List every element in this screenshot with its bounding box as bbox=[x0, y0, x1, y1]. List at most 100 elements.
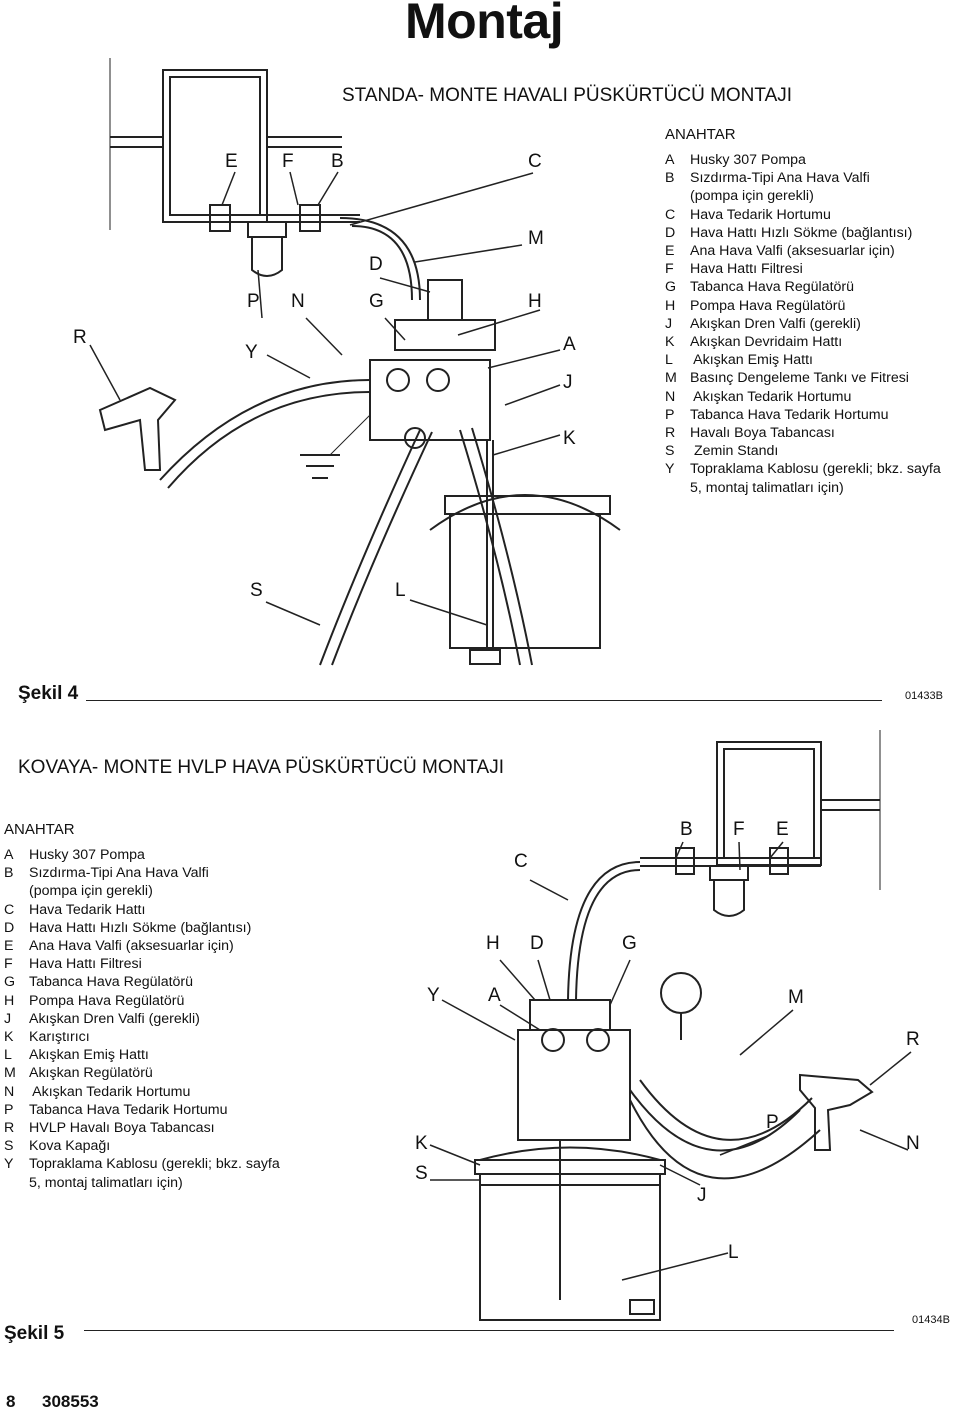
figure-code: 01434B bbox=[912, 1314, 950, 1326]
label-C: C bbox=[528, 151, 542, 172]
key-letter: K bbox=[4, 1029, 14, 1046]
label-J: J bbox=[697, 1185, 707, 1206]
key-item: (pompa için gerekli) bbox=[4, 882, 304, 900]
label-R: R bbox=[73, 327, 87, 348]
label-F: F bbox=[282, 151, 294, 172]
key-letter: P bbox=[4, 1101, 14, 1118]
key-text: Sızdırma-Tipi Ana Hava Valfi bbox=[690, 170, 870, 187]
key-text: Akışkan Tedarik Hortumu bbox=[29, 1083, 191, 1100]
key-text: Akışkan Dren Valfi (gerekli) bbox=[690, 315, 861, 332]
key-letter: N bbox=[4, 1083, 15, 1100]
key-text: Hava Hattı Filtresi bbox=[29, 956, 142, 973]
label-L: L bbox=[395, 580, 406, 601]
figure4-drawing bbox=[89, 58, 621, 666]
label-B: B bbox=[680, 819, 693, 840]
key-text: Hava Hattı Hızlı Sökme (bağlantısı) bbox=[690, 224, 913, 241]
key-text: Husky 307 Pompa bbox=[690, 152, 806, 168]
key-letter: K bbox=[665, 334, 675, 351]
label-P: P bbox=[766, 1112, 779, 1133]
label-B: B bbox=[331, 151, 344, 172]
key-letter: H bbox=[4, 992, 15, 1009]
label-E: E bbox=[225, 151, 238, 172]
key-letter: R bbox=[665, 425, 676, 442]
key-letter bbox=[4, 1174, 29, 1192]
document-number: 308553 bbox=[42, 1392, 99, 1411]
key-letter: A bbox=[4, 847, 14, 863]
key-text: Zemin Standı bbox=[690, 443, 779, 460]
key-letter: E bbox=[4, 938, 14, 955]
label-S: S bbox=[415, 1163, 428, 1184]
key-item: 5, montaj talimatları için) bbox=[4, 1174, 304, 1192]
key-text: Tabanca Hava Regülatörü bbox=[690, 279, 855, 296]
key-text: Akışkan Tedarik Hortumu bbox=[690, 388, 852, 405]
key-text: Tabanca Hava Tedarik Hortumu bbox=[690, 406, 889, 423]
key-text: Pompa Hava Regülatörü bbox=[690, 297, 846, 314]
key-letter: M bbox=[4, 1065, 16, 1082]
label-M: M bbox=[788, 987, 804, 1008]
key-text: Karıştırıcı bbox=[29, 1029, 90, 1046]
key-item: M Basınç Dengeleme Tankı ve Fitresi bbox=[665, 369, 957, 387]
key-letter: C bbox=[665, 206, 676, 223]
key-letter bbox=[4, 882, 29, 900]
key-text: 5, montaj talimatları için) bbox=[29, 1174, 183, 1191]
label-D: D bbox=[530, 933, 544, 954]
key-letter: D bbox=[4, 919, 15, 936]
figure-code: 01433B bbox=[905, 690, 943, 702]
label-A: A bbox=[563, 334, 576, 355]
key-text: Hava Tedarik Hattı bbox=[29, 901, 146, 918]
figure-caption: Şekil 4 bbox=[18, 683, 79, 704]
label-K: K bbox=[563, 428, 576, 449]
label-P: P bbox=[247, 291, 260, 312]
key-text: Basınç Dengeleme Tankı ve Fitresi bbox=[690, 370, 909, 387]
key-letter: N bbox=[665, 388, 676, 405]
label-M: M bbox=[528, 228, 544, 249]
label-N: N bbox=[291, 291, 305, 312]
key-text: Ana Hava Valfi (aksesuarlar için) bbox=[690, 243, 895, 260]
key-letter: A bbox=[665, 152, 675, 168]
label-N: N bbox=[906, 1133, 920, 1154]
key-letter: F bbox=[665, 261, 674, 278]
key-letter: G bbox=[665, 279, 677, 296]
key-text: 5, montaj talimatları için) bbox=[690, 479, 844, 496]
page-title: Montaj bbox=[405, 0, 564, 49]
key-title: ANAHTAR bbox=[665, 126, 736, 143]
key-item: N Akışkan Tedarik Hortumu bbox=[4, 1083, 304, 1101]
figure-caption: Şekil 5 bbox=[4, 1323, 65, 1344]
section2-heading: KOVAYA- MONTE HVLP HAVA PÜSKÜRTÜCÜ MONTA… bbox=[18, 757, 504, 778]
key-item: F Hava Hattı Filtresi bbox=[665, 260, 957, 278]
page-number: 8 bbox=[6, 1392, 16, 1411]
key-letter: D bbox=[665, 224, 676, 241]
key-letter: M bbox=[665, 370, 677, 387]
key-letter: Y bbox=[665, 461, 675, 478]
label-A: A bbox=[488, 985, 501, 1006]
divider bbox=[86, 700, 882, 701]
key-letter: S bbox=[4, 1138, 14, 1155]
key-text: Hava Tedarik Hortumu bbox=[690, 206, 831, 223]
label-F: F bbox=[733, 819, 745, 840]
label-Y: Y bbox=[427, 985, 440, 1006]
key-text: Hava Hattı Filtresi bbox=[690, 261, 803, 278]
key-text: Sızdırma-Tipi Ana Hava Valfi bbox=[29, 865, 209, 882]
label-G: G bbox=[369, 291, 384, 312]
label-H: H bbox=[486, 933, 500, 954]
